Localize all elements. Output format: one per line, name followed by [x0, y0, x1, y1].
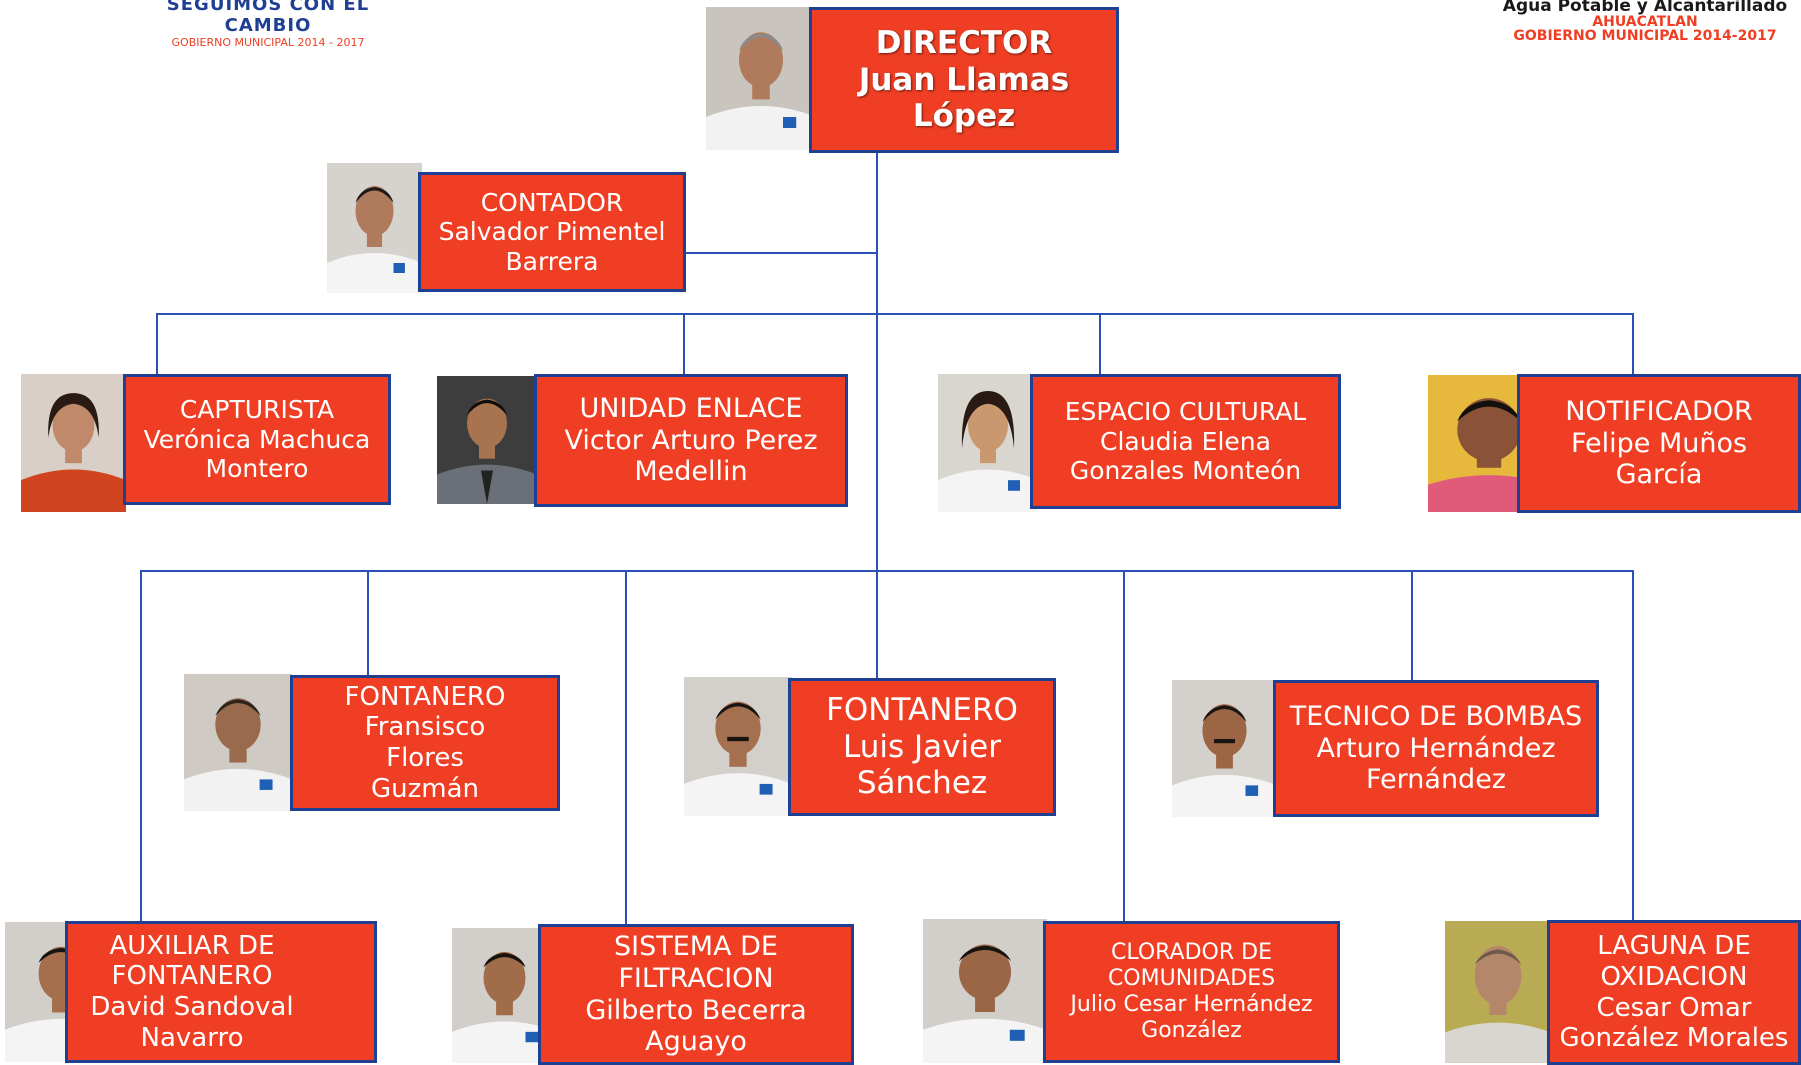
capturista-name-1: Verónica Machuca — [143, 424, 371, 454]
sistema-filtracion-title-1: SISTEMA DE — [614, 930, 778, 962]
connector-espacio-cultural — [1099, 313, 1101, 377]
connector-fontanero-2 — [876, 570, 878, 682]
fontanero-1-name-1: Fransisco — [364, 712, 486, 743]
header-right-line3: GOBIERNO MUNICIPAL 2014-2017 — [1513, 28, 1777, 44]
connector-tecnico-bombas — [1411, 570, 1413, 682]
notificador-name-1: Felipe Muños — [1570, 427, 1748, 459]
contador-title: CONTADOR — [480, 187, 624, 217]
contador-name-2: Barrera — [505, 246, 599, 276]
clorador-name-2: González — [1141, 1017, 1242, 1043]
connector-row1-horizontal — [156, 313, 1634, 315]
espacio-cultural-box: ESPACIO CULTURAL Claudia Elena Gonzales … — [1030, 374, 1341, 509]
fontanero-1-title: FONTANERO — [344, 681, 506, 712]
laguna-name-1: Cesar Omar — [1596, 992, 1752, 1023]
tecnico-bombas-name-1: Arturo Hernández — [1316, 732, 1556, 764]
contador-photo — [327, 163, 422, 293]
director-photo — [706, 7, 816, 150]
connector-unidad-enlace — [683, 313, 685, 377]
director-name-1: Juan Llamas — [858, 61, 1070, 98]
capturista-title: CAPTURISTA — [179, 395, 335, 425]
auxiliar-fontanero-name-1: David Sandoval — [90, 992, 294, 1022]
capturista-name-2: Montero — [205, 454, 309, 484]
espacio-cultural-title: ESPACIO CULTURAL — [1064, 397, 1307, 427]
fontanero-2-photo — [684, 677, 792, 816]
auxiliar-fontanero-title-1: AUXILIAR DE — [109, 930, 275, 961]
auxiliar-fontanero-name-2: Navarro — [140, 1022, 244, 1053]
director-name-2: López — [912, 98, 1016, 135]
laguna-title-1: LAGUNA DE — [1597, 931, 1751, 962]
fontanero-1-box: FONTANERO Fransisco Flores Guzmán — [290, 675, 560, 811]
tecnico-bombas-title: TECNICO DE BOMBAS — [1289, 700, 1583, 732]
laguna-box: LAGUNA DE OXIDACION Cesar Omar González … — [1547, 920, 1801, 1065]
capturista-photo — [21, 374, 126, 512]
clorador-box: CLORADOR DE COMUNIDADES Julio Cesar Hern… — [1043, 921, 1340, 1063]
fontanero-2-name-2: Sánchez — [856, 765, 988, 802]
contador-box: CONTADOR Salvador Pimentel Barrera — [418, 172, 686, 292]
tecnico-bombas-photo — [1172, 680, 1277, 817]
sistema-filtracion-box: SISTEMA DE FILTRACION Gilberto Becerra A… — [538, 924, 854, 1065]
clorador-title-2: COMUNIDADES — [1107, 966, 1276, 992]
fontanero-1-name-2: Flores — [386, 743, 464, 773]
connector-contador — [683, 252, 878, 254]
connector-row2-horizontal — [140, 570, 1634, 572]
espacio-cultural-name-1: Claudia Elena — [1100, 426, 1271, 456]
clorador-title-1: CLORADOR DE — [1111, 940, 1272, 966]
capturista-box: CAPTURISTA Verónica Machuca Montero — [123, 374, 391, 505]
laguna-photo — [1445, 921, 1551, 1063]
sistema-filtracion-name-2: Aguayo — [645, 1026, 747, 1058]
header-right-line1: Agua Potable y Alcantarillado — [1502, 0, 1788, 16]
notificador-box: NOTIFICADOR Felipe Muños García — [1517, 374, 1801, 513]
fontanero-1-name-3: Guzmán — [370, 773, 479, 804]
connector-director-trunk — [876, 152, 878, 572]
tecnico-bombas-box: TECNICO DE BOMBAS Arturo Hernández Ferná… — [1273, 680, 1599, 817]
header-right-logo: Agua Potable y Alcantarillado AHUACATLAN… — [1500, 0, 1790, 43]
fontanero-2-box: FONTANERO Luis Javier Sánchez — [788, 678, 1056, 816]
clorador-photo — [923, 919, 1047, 1063]
fontanero-1-photo — [184, 674, 292, 811]
espacio-cultural-name-2: Gonzales Monteón — [1069, 456, 1302, 486]
notificador-name-2: García — [1615, 459, 1703, 491]
connector-notificador — [1632, 313, 1634, 377]
laguna-name-2: González Morales — [1559, 1023, 1789, 1054]
espacio-cultural-photo — [938, 374, 1038, 512]
notificador-photo — [1428, 375, 1550, 512]
header-slogan: SEGUIMOS CON EL CAMBIO — [166, 0, 370, 36]
connector-auxiliar-fontanero — [140, 570, 142, 922]
header-subtitle: GOBIERNO MUNICIPAL 2014 - 2017 — [171, 36, 365, 49]
director-box: DIRECTOR Juan Llamas López — [809, 7, 1119, 153]
auxiliar-fontanero-title-2: FONTANERO — [111, 961, 273, 992]
connector-sistema-filtracion — [625, 570, 627, 925]
director-title: DIRECTOR — [875, 25, 1053, 62]
connector-clorador — [1123, 570, 1125, 922]
unidad-enlace-photo — [437, 376, 537, 504]
sistema-filtracion-title-2: FILTRACION — [618, 962, 774, 994]
unidad-enlace-title: UNIDAD ENLACE — [579, 392, 803, 424]
header-left-logo: SEGUIMOS CON EL CAMBIO GOBIERNO MUNICIPA… — [128, 0, 408, 49]
connector-fontanero-1 — [367, 570, 369, 678]
unidad-enlace-name-2: Medellin — [634, 456, 748, 488]
connector-capturista — [156, 313, 158, 377]
sistema-filtracion-name-1: Gilberto Becerra — [585, 994, 807, 1026]
header-right-line2: AHUACATLAN — [1592, 14, 1698, 30]
fontanero-2-title: FONTANERO — [826, 692, 1018, 729]
notificador-title: NOTIFICADOR — [1565, 395, 1753, 427]
unidad-enlace-box: UNIDAD ENLACE Victor Arturo Perez Medell… — [534, 374, 848, 507]
clorador-name-1: Julio Cesar Hernández — [1070, 992, 1313, 1017]
connector-laguna — [1632, 570, 1634, 922]
contador-name-1: Salvador Pimentel — [438, 217, 666, 247]
unidad-enlace-name-1: Victor Arturo Perez — [564, 424, 818, 456]
tecnico-bombas-name-2: Fernández — [1366, 764, 1506, 796]
auxiliar-fontanero-box: AUXILIAR DE FONTANERO David Sandoval Nav… — [65, 921, 377, 1063]
fontanero-2-name-1: Luis Javier — [843, 728, 1001, 765]
laguna-title-2: OXIDACION — [1600, 961, 1748, 992]
